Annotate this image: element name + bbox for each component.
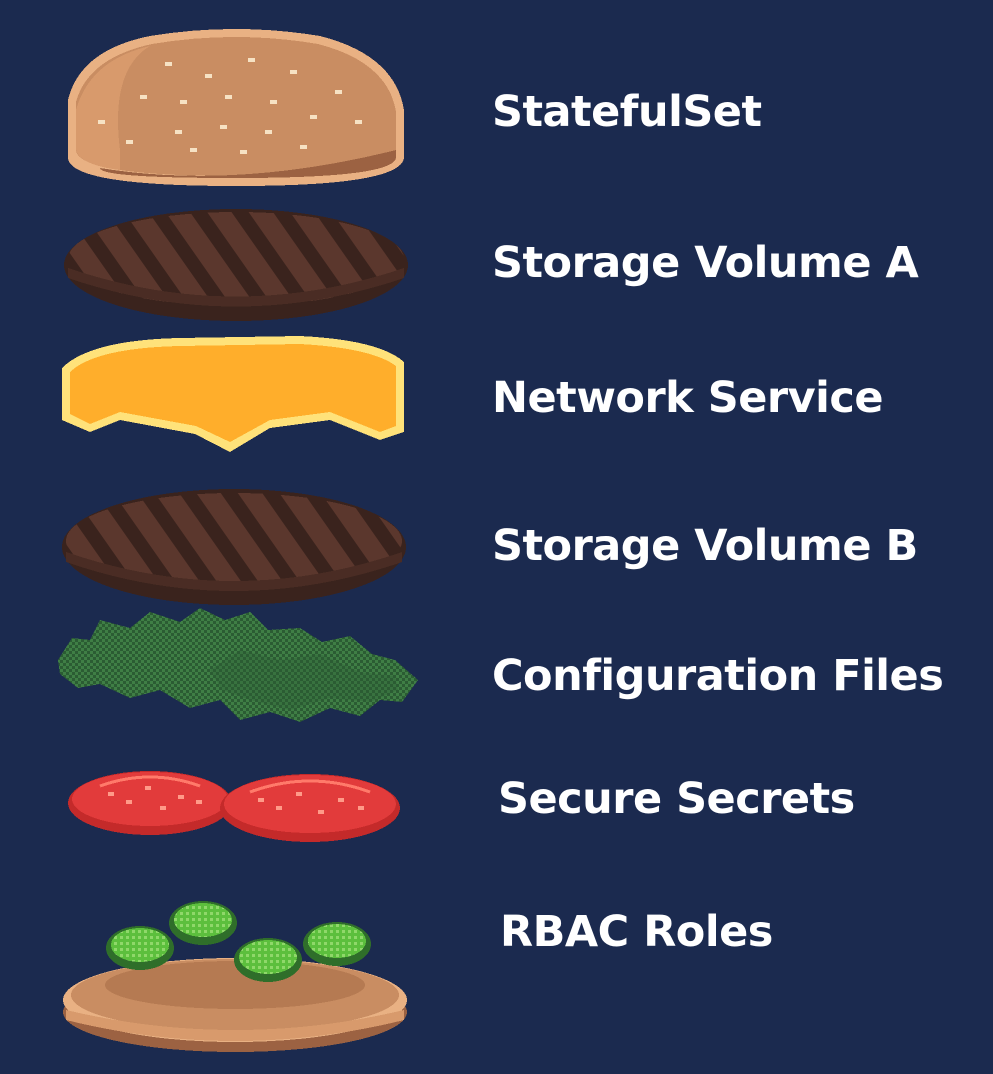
patty-icon <box>64 209 408 321</box>
top-bun-icon <box>68 29 404 186</box>
pickle-icon <box>106 926 174 970</box>
layer-label-storage-volume-a: Storage Volume A <box>492 238 919 288</box>
layer-label-storage-volume-b: Storage Volume B <box>492 521 918 571</box>
pickle-icon <box>234 938 302 982</box>
tomato-icon <box>68 771 400 842</box>
layer-label-secure-secrets: Secure Secrets <box>498 774 855 824</box>
layer-label-rbac-roles: RBAC Roles <box>500 907 773 957</box>
cheese-icon <box>62 336 404 452</box>
patty-icon <box>62 489 406 605</box>
layer-label-statefulset: StatefulSet <box>492 87 762 137</box>
layer-label-network-service: Network Service <box>492 373 884 423</box>
pickle-icon <box>169 901 237 945</box>
bottom-bun-with-pickles-icon <box>63 901 407 1052</box>
layer-label-configuration-files: Configuration Files <box>492 651 944 701</box>
lettuce-icon <box>58 608 418 722</box>
pickle-icon <box>303 922 371 966</box>
